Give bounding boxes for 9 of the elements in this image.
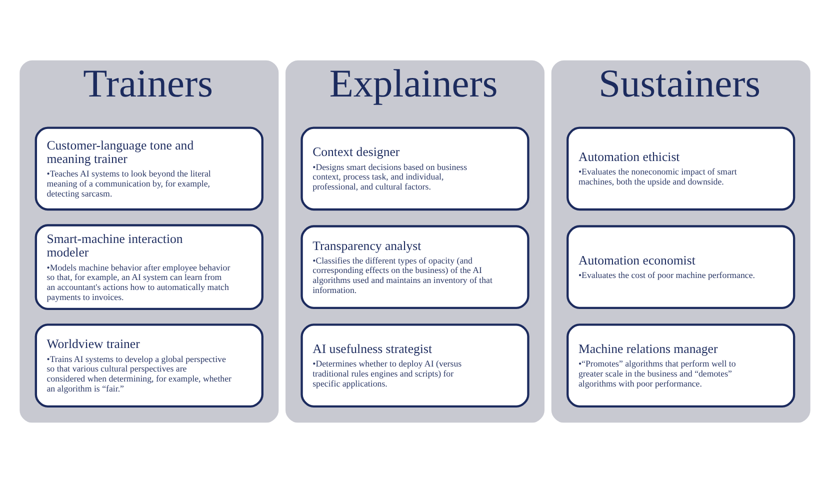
node-box: Transparency analyst •Classifies the different types of opacity (and corresponding effects on the business) of the AI algorithms used and maintains an inventory of that information. bbox=[300, 225, 530, 310]
node-box: Worldview trainer •Trains AI systems to develop a global perspective so that various cultural perspectives are considered when determining, for example, whether an algorithm is “fair.” bbox=[34, 324, 264, 408]
node-box: Context designer •Designs smart decisions based on business context, process task, and individual, professional, and cultural factors. bbox=[300, 126, 530, 211]
node-box: Smart-machine interaction modeler •Models machine behavior after employee behavior so that, for example, an AI system can learn from an accountant's actions how to automatically match payments to invoices. bbox=[34, 224, 264, 310]
node-box: Machine relations manager •“Promotes” algorithms that perform well to greater scale in the business and “demotes” algorithms with poor performance. bbox=[566, 324, 796, 408]
node-box: Automation economist •Evaluates the cost of poor machine performance. bbox=[566, 225, 796, 310]
node-box: Customer-language tone and meaning trainer •Teaches AI systems to look beyond the literal meaning of a communication by, for example, detecting sarcasm. bbox=[34, 126, 264, 211]
node-box: Automation ethicist •Evaluates the noneconomic impact of smart machines, both the upside and downside. bbox=[566, 126, 796, 211]
node-box: AI usefulness strategist •Determines whether to deploy AI (versus traditional rules engines and scripts) for specific applications. bbox=[300, 324, 530, 408]
